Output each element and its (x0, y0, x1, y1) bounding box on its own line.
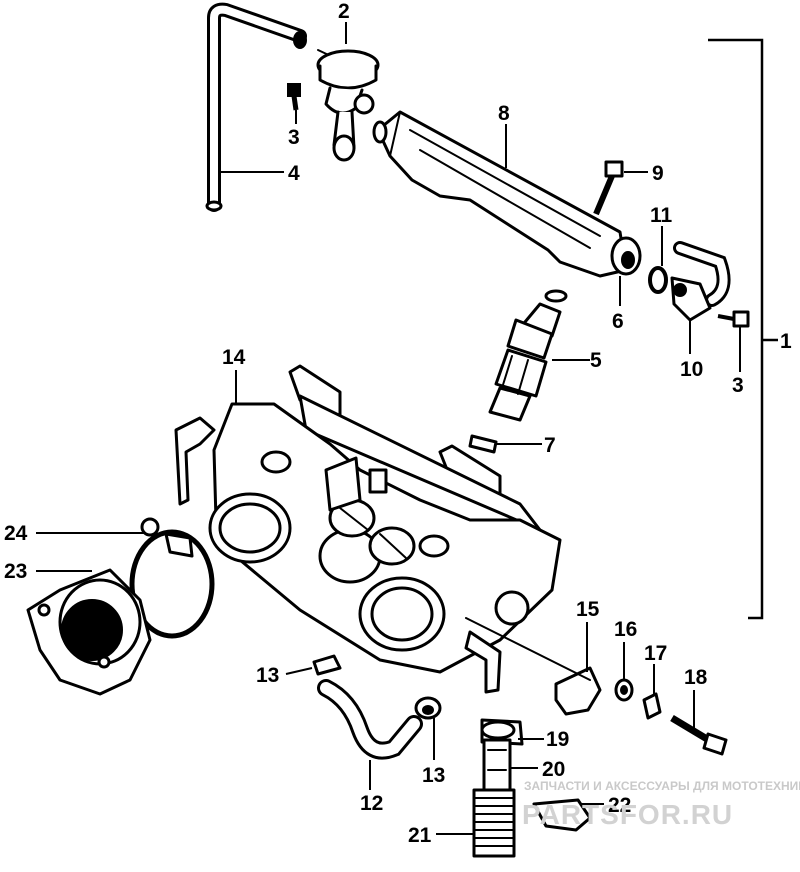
o-ring-part (648, 266, 668, 294)
callout-24: 24 (4, 522, 28, 545)
callout-10: 10 (680, 358, 703, 381)
throttle-body-part (174, 364, 562, 694)
callout-13-bottom: 13 (422, 764, 445, 787)
bracket-part (465, 617, 602, 716)
callout-21: 21 (408, 824, 432, 847)
bent-hose-part (317, 679, 423, 760)
callout-23: 23 (4, 560, 27, 583)
band-clamp-part (129, 529, 215, 639)
watermark-tagline: ЗАПЧАСТИ И АКСЕССУАРЫ ДЛЯ МОТОТЕХНИКИ (524, 779, 800, 793)
callout-15: 15 (576, 598, 600, 621)
callout-8: 8 (498, 102, 510, 125)
callout-19: 19 (546, 728, 569, 751)
hose-joint-part (670, 241, 731, 322)
fuel-rail-part (372, 110, 642, 278)
callout-22: 22 (608, 794, 631, 817)
bolt-part-top (287, 83, 301, 111)
callout-14: 14 (222, 346, 246, 369)
callout-3-top: 3 (288, 126, 300, 149)
collar-part (642, 692, 662, 720)
callout-20: 20 (542, 758, 565, 781)
watermark-brand: PARTSFOR.RU (522, 799, 733, 830)
callout-1: 1 (780, 330, 792, 353)
callout-12: 12 (360, 792, 383, 815)
callout-3-right: 3 (732, 374, 744, 397)
callout-2: 2 (338, 0, 350, 23)
hose-clip-part-top (312, 654, 342, 676)
leader-lines (36, 22, 741, 835)
insulator-part (26, 568, 152, 696)
watermark: ЗАПЧАСТИ И АКСЕССУАРЫ ДЛЯ МОТОТЕХНИКИ PA… (522, 779, 800, 830)
callout-9: 9 (652, 162, 664, 185)
callout-labels: 1 2 3 3 4 5 6 7 8 9 10 11 12 13 13 14 15… (4, 0, 792, 847)
callout-6: 6 (612, 310, 624, 333)
clip-part-22 (532, 798, 592, 832)
bolt-part-right (717, 310, 750, 328)
bolt-part-9 (593, 160, 624, 216)
washer-part (614, 678, 634, 702)
injector-part (488, 289, 568, 422)
callout-13-left: 13 (256, 664, 279, 687)
callout-5: 5 (590, 349, 602, 372)
drain-hose-part (472, 788, 516, 858)
long-bolt-part (670, 714, 728, 756)
callout-4: 4 (288, 162, 300, 185)
callout-7: 7 (544, 434, 556, 457)
assembly-bracket (708, 38, 778, 620)
injector-seal-part (468, 434, 498, 454)
hose-clip-part-bottom (414, 696, 442, 720)
vacuum-hose-part (205, 2, 307, 212)
callout-18: 18 (684, 666, 708, 689)
callout-16: 16 (614, 618, 637, 641)
callout-17: 17 (644, 642, 667, 665)
hose-clip-part-19 (480, 718, 524, 746)
pressure-regulator-part (316, 49, 380, 162)
callout-11: 11 (650, 204, 673, 227)
clamp-screw-part (140, 517, 160, 537)
